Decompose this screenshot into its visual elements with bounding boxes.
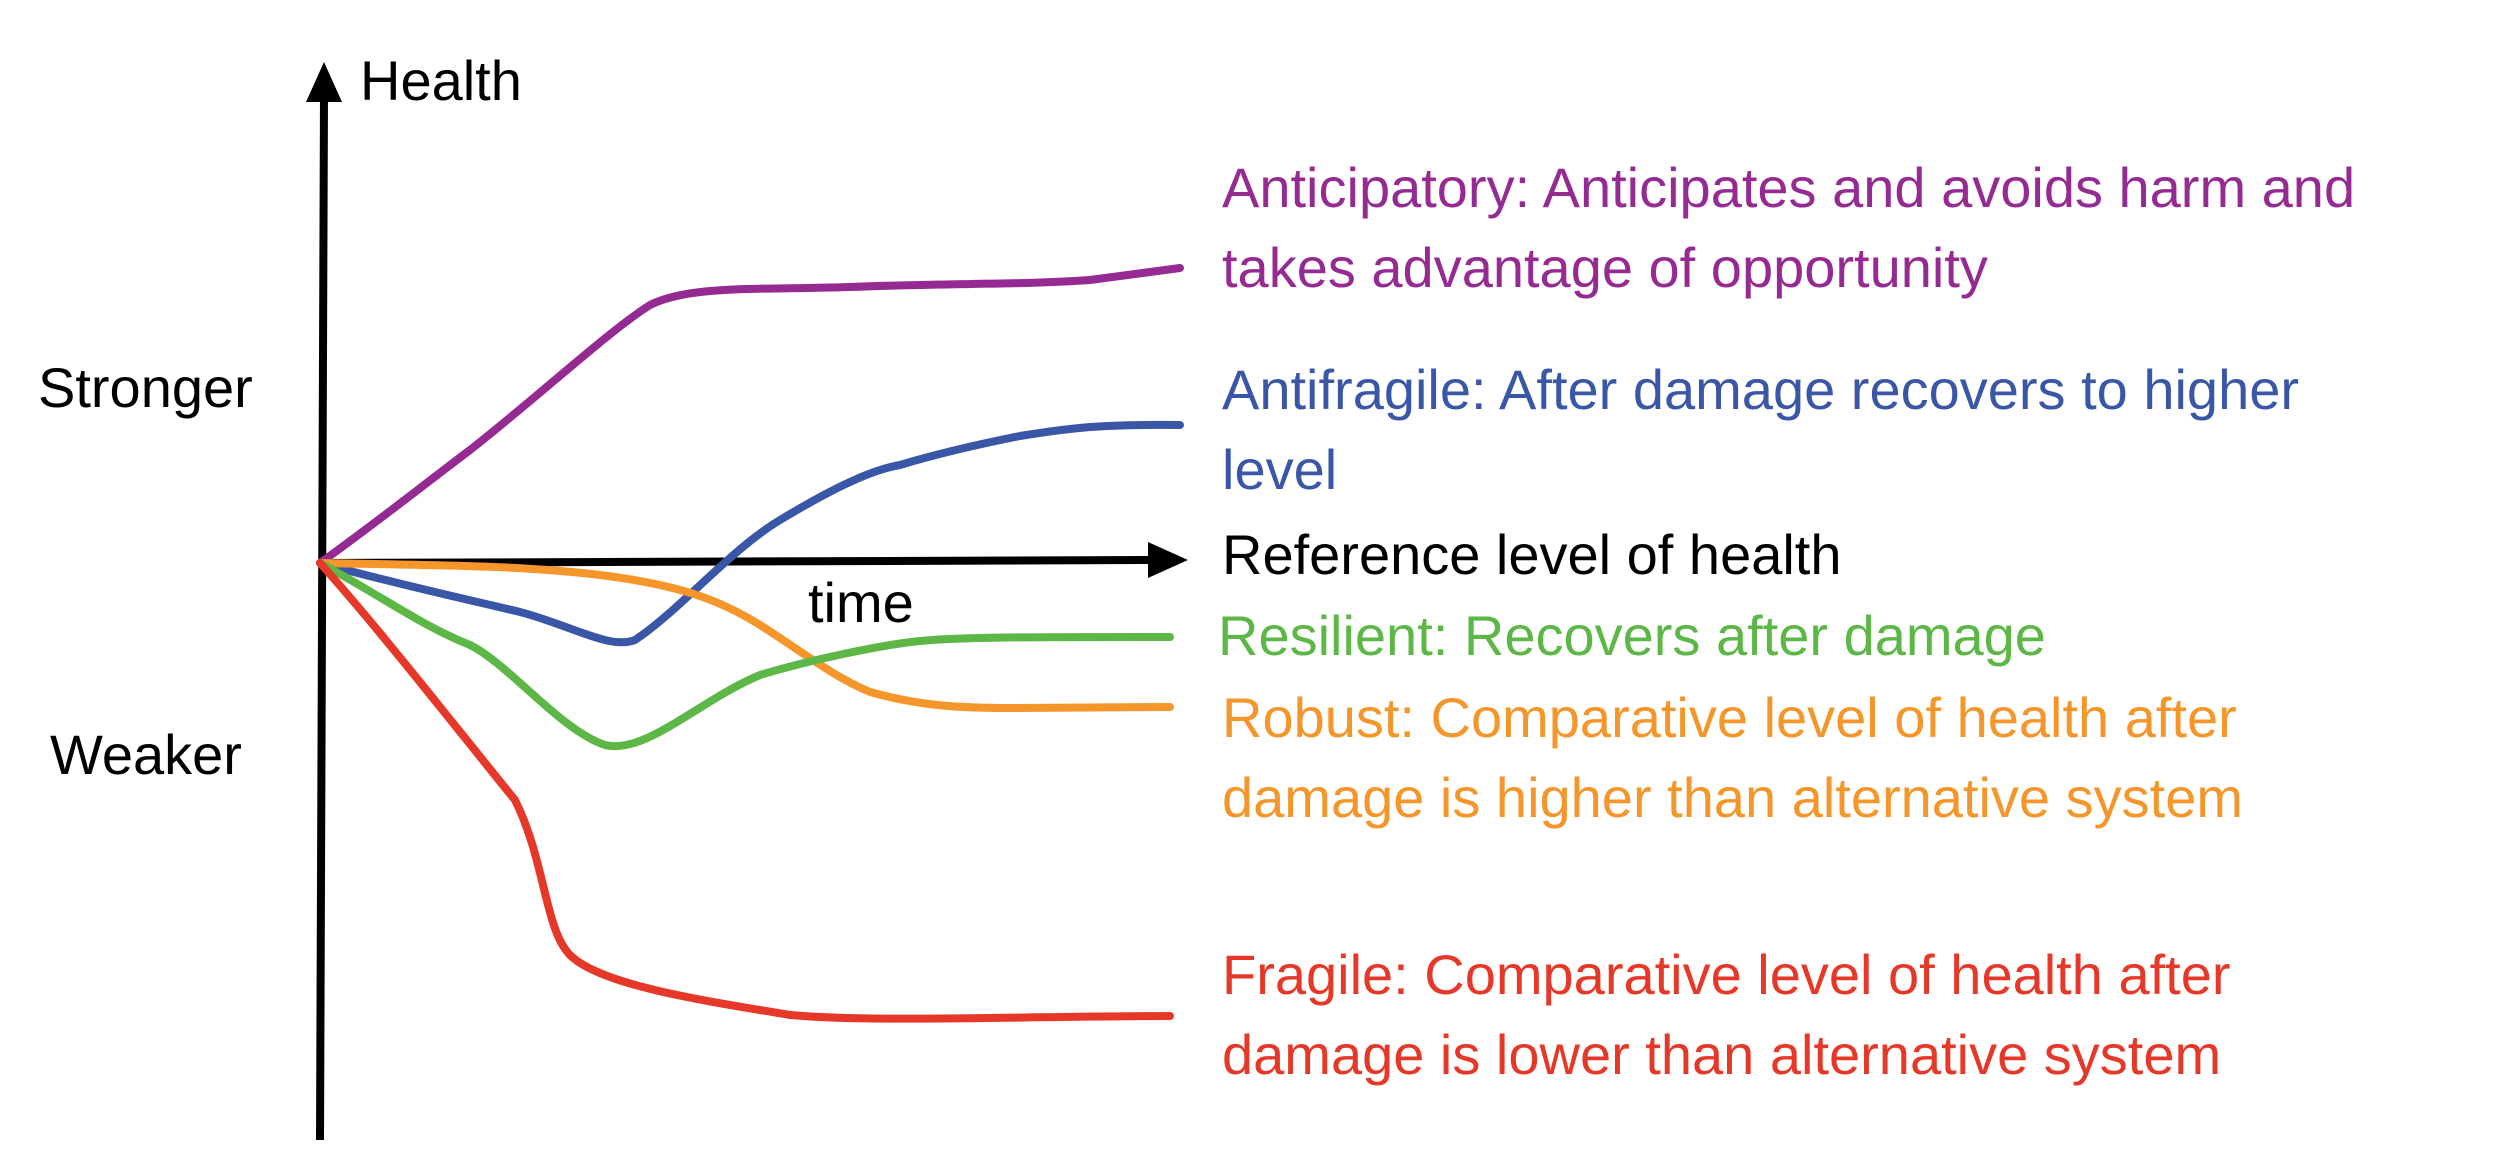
resilient-label: Resilient: Recovers after damage [1218,604,2046,667]
anticipatory-curve [316,264,1184,567]
y-axis-arrowhead [306,62,342,102]
y-axis-label: Health [360,49,522,112]
antifragile-label-line-2: level [1222,438,1338,501]
weaker-label: Weaker [50,723,242,786]
anticipatory-label-line-1: Anticipatory: Anticipates and avoids har… [1222,156,2356,219]
robust-curve [316,559,1174,713]
resilient-curve [316,559,1174,751]
robust-label-line-1: Robust: Comparative level of health afte… [1222,686,2237,749]
antifragile-label-line-1: Antifragile: After damage recovers to hi… [1222,358,2300,421]
fragile-label-line-1: Fragile: Comparative level of health aft… [1222,943,2231,1006]
fragile-curve [316,559,1174,1023]
reference-label: Reference level of health [1222,523,1842,586]
fragile-label-line-2: damage is lower than alternative system [1222,1023,2222,1086]
x-axis-label: time [808,571,914,634]
stronger-label: Stronger [38,356,253,419]
antifragile-curve [316,420,1184,647]
y-axis [316,94,328,1141]
reference-axis-arrowhead [1148,542,1188,578]
anticipatory-label-line-2: takes advantage of opportunity [1222,236,1988,299]
robust-label-line-2: damage is higher than alternative system [1222,766,2243,829]
